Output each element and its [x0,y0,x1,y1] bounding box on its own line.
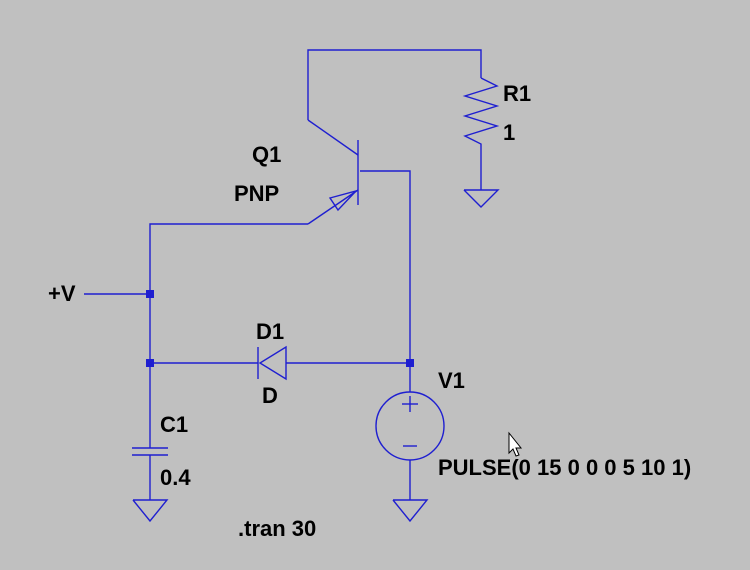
wires [84,49,482,500]
capacitor-c1-symbol[interactable] [132,447,168,456]
diode-d1-symbol[interactable] [257,345,287,381]
transistor-q1-symbol[interactable] [307,119,359,225]
q1-emitter-lead [307,189,359,225]
c1-ref-label[interactable]: C1 [160,412,188,437]
c1-value-label[interactable]: 0.4 [160,465,191,490]
r1-zigzag [462,77,500,150]
ground-r1-icon [463,189,500,208]
v1-ref-label[interactable]: V1 [438,368,465,393]
q1-collector-lead [307,119,359,156]
net-label-vplus[interactable]: +V [48,281,76,306]
q1-ref-label[interactable]: Q1 [252,142,281,167]
junction-v1-node [406,359,414,367]
spice-directive[interactable]: .tran 30 [238,516,316,541]
wire-collector-to-r1[interactable] [307,49,482,120]
r1-ref-label[interactable]: R1 [503,81,531,106]
v1-circle [375,391,445,461]
resistor-r1-symbol[interactable] [462,77,500,150]
wire-emitter-to-vplus[interactable] [149,223,308,363]
q1-value-label[interactable]: PNP [234,181,279,206]
q1-emitter-arrow [328,189,359,212]
v1-value-label[interactable]: PULSE(0 15 0 0 0 5 10 1) [438,455,691,480]
d1-value-label[interactable]: D [262,383,278,408]
junction-vplus [146,290,154,298]
d1-ref-label[interactable]: D1 [256,319,284,344]
d1-triangle [258,345,287,381]
junction-c1-node [146,359,154,367]
junctions [146,290,414,367]
wire-base-to-v1-node[interactable] [360,170,411,363]
ground-c1-icon [132,499,169,523]
ground-v1-icon [392,499,429,523]
r1-value-label[interactable]: 1 [503,120,515,145]
voltage-source-v1-symbol[interactable] [375,391,445,461]
mouse-pointer-icon [508,431,523,457]
